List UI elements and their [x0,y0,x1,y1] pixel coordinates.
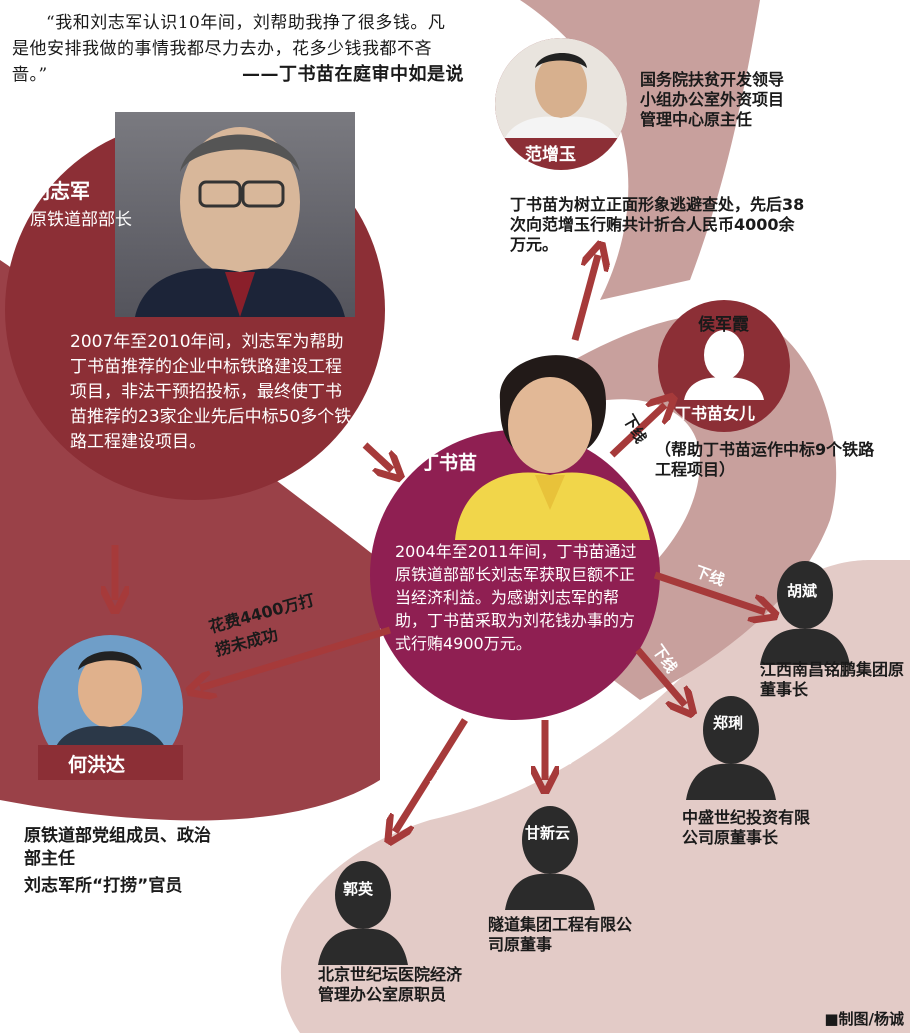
person-silhouette-icon [684,330,764,400]
arrow-ding-to-zheng [635,647,685,705]
ding-photo [445,335,655,540]
hu-silhouette-icon [760,561,850,665]
arrow-ding-to-guo [395,718,468,832]
he-portrait-icon [38,635,183,755]
gan-title: 隧道集团工程有限公司原董事 [488,915,633,954]
he-note: 刘志军所“打捞”官员 [24,876,183,896]
fan-name: 范增玉 [525,145,576,165]
edge-label-gan: 下线 [555,735,574,766]
quote-attribution: ——丁书苗在庭审中如是说 [242,64,464,85]
he-title: 原铁道部党组成员、政治部主任 [24,826,211,869]
he-name: 何洪达 [68,754,126,776]
liu-name: 刘志军 [30,179,90,203]
hou-name: 侯军霞 [698,315,749,335]
fan-portrait-icon [495,38,627,138]
ding-desc: 2004年至2011年间，丁书苗通过原铁道部部长刘志军获取巨额不正当经济利益。为… [395,542,637,653]
hu-name: 胡斌 [787,582,818,600]
fan-circle [495,38,627,170]
ding-name: 丁书苗 [420,452,478,474]
arrow-liu-to-ding [362,442,392,470]
credit: ■制图/杨诚 [824,1010,904,1028]
quote-text: “我和刘志军认识10年间，刘帮助我挣了很多钱。凡是他安排我做的事情我都尽力去办，… [12,13,446,85]
light-band-upper [520,0,760,300]
guo-title: 北京世纪坛医院经济管理办公室原职员 [318,965,463,1004]
arrow-ding-to-fan [571,255,598,341]
liu-title: 原铁道部部长 [30,210,132,230]
hou-role: 丁书苗女儿 [675,404,756,423]
fan-desc: 丁书苗为树立正面形象逃避查处，先后38次向范增玉行贿共计折合人民币4000余万元… [510,195,805,254]
zheng-title: 中盛世纪投资有限公司原董事长 [682,808,811,847]
hu-title: 江西南昌铭鹏集团原董事长 [760,660,905,699]
light-band-lower [280,560,910,1033]
fan-title: 国务院扶贫开发领导小组办公室外资项目管理中心原主任 [640,70,785,129]
liu-desc: 2007年至2010年间，刘志军为帮助丁书苗推荐的企业中标铁路建设工程项目，非法… [70,332,352,452]
gan-silhouette-icon [505,806,595,910]
arrow-ding-to-hou [609,405,665,458]
guo-silhouette-icon [318,861,408,965]
hou-desc: （帮助丁书苗运作中标9个铁路工程项目） [655,440,875,479]
guo-name: 郭英 [343,880,374,898]
zheng-silhouette-icon [686,696,776,800]
liu-portrait-icon [135,127,345,317]
he-name-band [38,745,183,780]
liu-photo [115,112,355,317]
arrow-ding-to-hu [653,571,765,612]
gan-name: 甘新云 [525,824,571,842]
zheng-name: 郑琍 [713,714,744,732]
quote-block: “我和刘志军认识10年间，刘帮助我挣了很多钱。凡是他安排我做的事情我都尽力去办，… [12,10,464,88]
arrow-ding-to-he [200,626,392,688]
ding-portrait-icon [455,355,650,540]
